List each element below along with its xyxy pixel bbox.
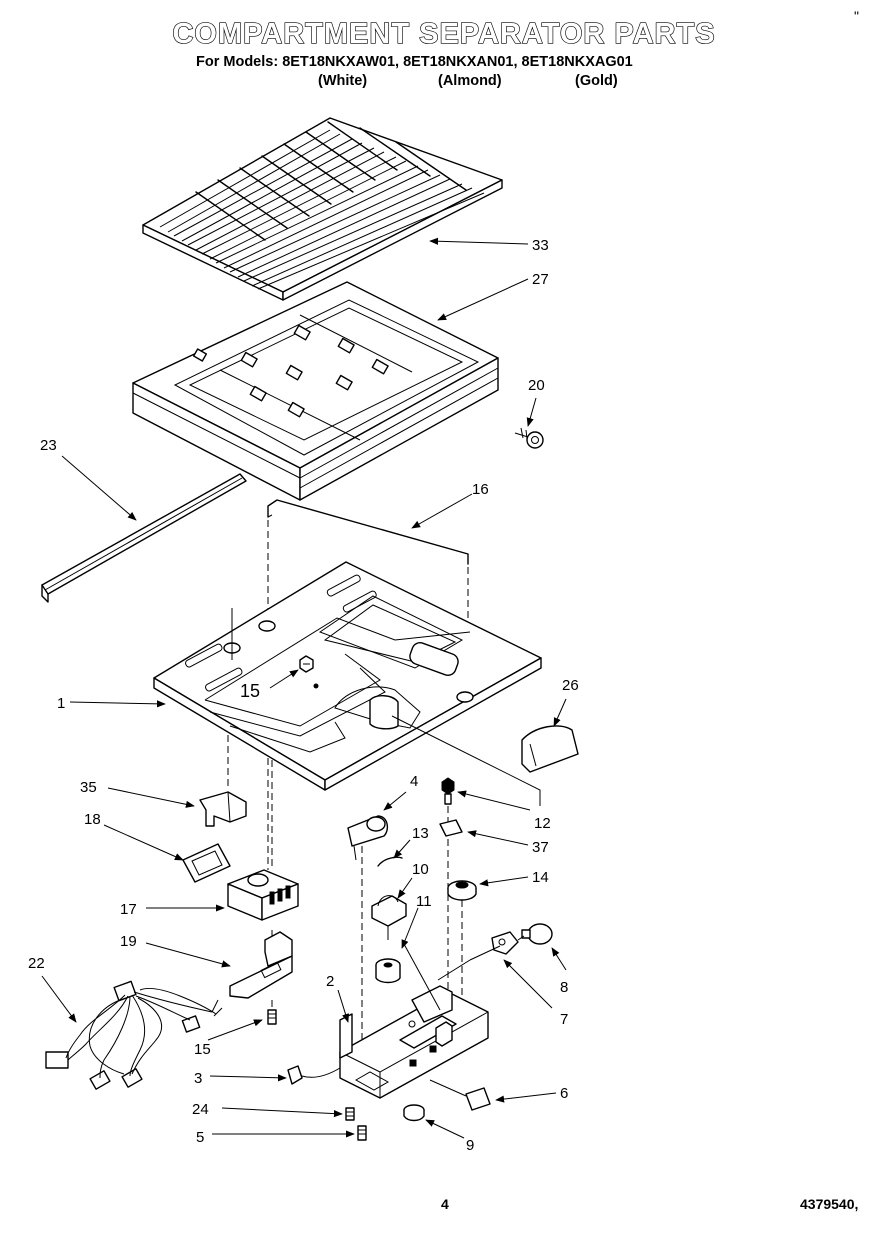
page-number: 4 — [441, 1196, 449, 1212]
part-8-lamp — [521, 923, 553, 945]
callout-13: 13 — [412, 825, 429, 842]
part-24-screw — [345, 1107, 355, 1121]
callout-11: 11 — [416, 893, 432, 910]
models-line: For Models: 8ET18NKXAW01, 8ET18NKXAN01, … — [196, 54, 633, 70]
callout-15-upper: 15 — [240, 681, 260, 701]
part-7-lamp-socket — [491, 931, 525, 955]
part-10-thermostat — [371, 895, 407, 940]
part-37-seal — [439, 819, 463, 837]
part-35-clip — [199, 791, 247, 827]
callout-24: 24 — [192, 1101, 209, 1118]
part-2-housing — [339, 945, 501, 1099]
callout-3: 3 — [194, 1070, 202, 1087]
callout-18: 18 — [84, 811, 101, 828]
variant-gold: (Gold) — [575, 73, 618, 89]
part-3-clip — [287, 1065, 341, 1085]
callout-1: 1 — [57, 695, 65, 712]
variant-almond: (Almond) — [438, 73, 502, 89]
callout-labels: 33 27 20 23 16 1 15 26 35 4 12 18 13 37 … — [28, 237, 579, 1154]
part-6-switch — [429, 1079, 491, 1111]
callout-17: 17 — [120, 901, 137, 918]
callout-9: 9 — [466, 1137, 474, 1154]
callout-27: 27 — [532, 271, 549, 288]
part-18-bezel — [182, 843, 231, 883]
callout-4: 4 — [410, 773, 418, 790]
leader-lines — [41, 237, 567, 1139]
part-23-trim-strip — [41, 473, 247, 603]
part-22-wire-harness — [45, 980, 223, 1090]
callout-15-lower: 15 — [194, 1041, 211, 1058]
corner-mark: " — [854, 8, 859, 24]
part-15-screw-lower — [267, 1000, 277, 1025]
part-17-control-housing — [227, 869, 299, 921]
part-9-grommet — [403, 1104, 425, 1122]
part-13-spring — [377, 856, 403, 867]
callout-14: 14 — [532, 869, 549, 886]
part-15-screw-upper — [299, 655, 314, 673]
part-20-nut — [514, 427, 544, 449]
callout-7: 7 — [560, 1011, 568, 1028]
callout-33: 33 — [532, 237, 549, 254]
document-number: 4379540, — [800, 1196, 859, 1212]
part-33-grille — [142, 117, 503, 301]
page-title: COMPARTMENT SEPARATOR PARTS — [172, 17, 716, 50]
part-26-air-baffle — [521, 725, 579, 773]
callout-35: 35 — [80, 779, 97, 796]
callout-10: 10 — [412, 861, 429, 878]
callout-37: 37 — [532, 839, 549, 856]
callout-16: 16 — [472, 481, 489, 498]
callout-19: 19 — [120, 933, 137, 950]
part-1-separator-pan — [153, 561, 542, 791]
part-5-screw — [357, 1125, 367, 1141]
callout-8: 8 — [560, 979, 568, 996]
part-12-screw — [441, 777, 455, 1012]
callout-20: 20 — [528, 377, 545, 394]
callout-23: 23 — [40, 437, 57, 454]
variant-white: (White) — [318, 73, 368, 89]
callout-5: 5 — [196, 1129, 204, 1146]
part-11-knob — [375, 958, 401, 984]
callout-2: 2 — [326, 973, 334, 990]
callout-12: 12 — [534, 815, 551, 832]
callout-26: 26 — [562, 677, 579, 694]
part-4-damper-motor — [347, 815, 389, 1060]
callout-6: 6 — [560, 1085, 568, 1102]
part-27-separator-frame — [132, 281, 499, 501]
part-14-socket — [447, 880, 477, 1010]
part-19-bracket — [229, 930, 293, 999]
callout-22: 22 — [28, 955, 45, 972]
